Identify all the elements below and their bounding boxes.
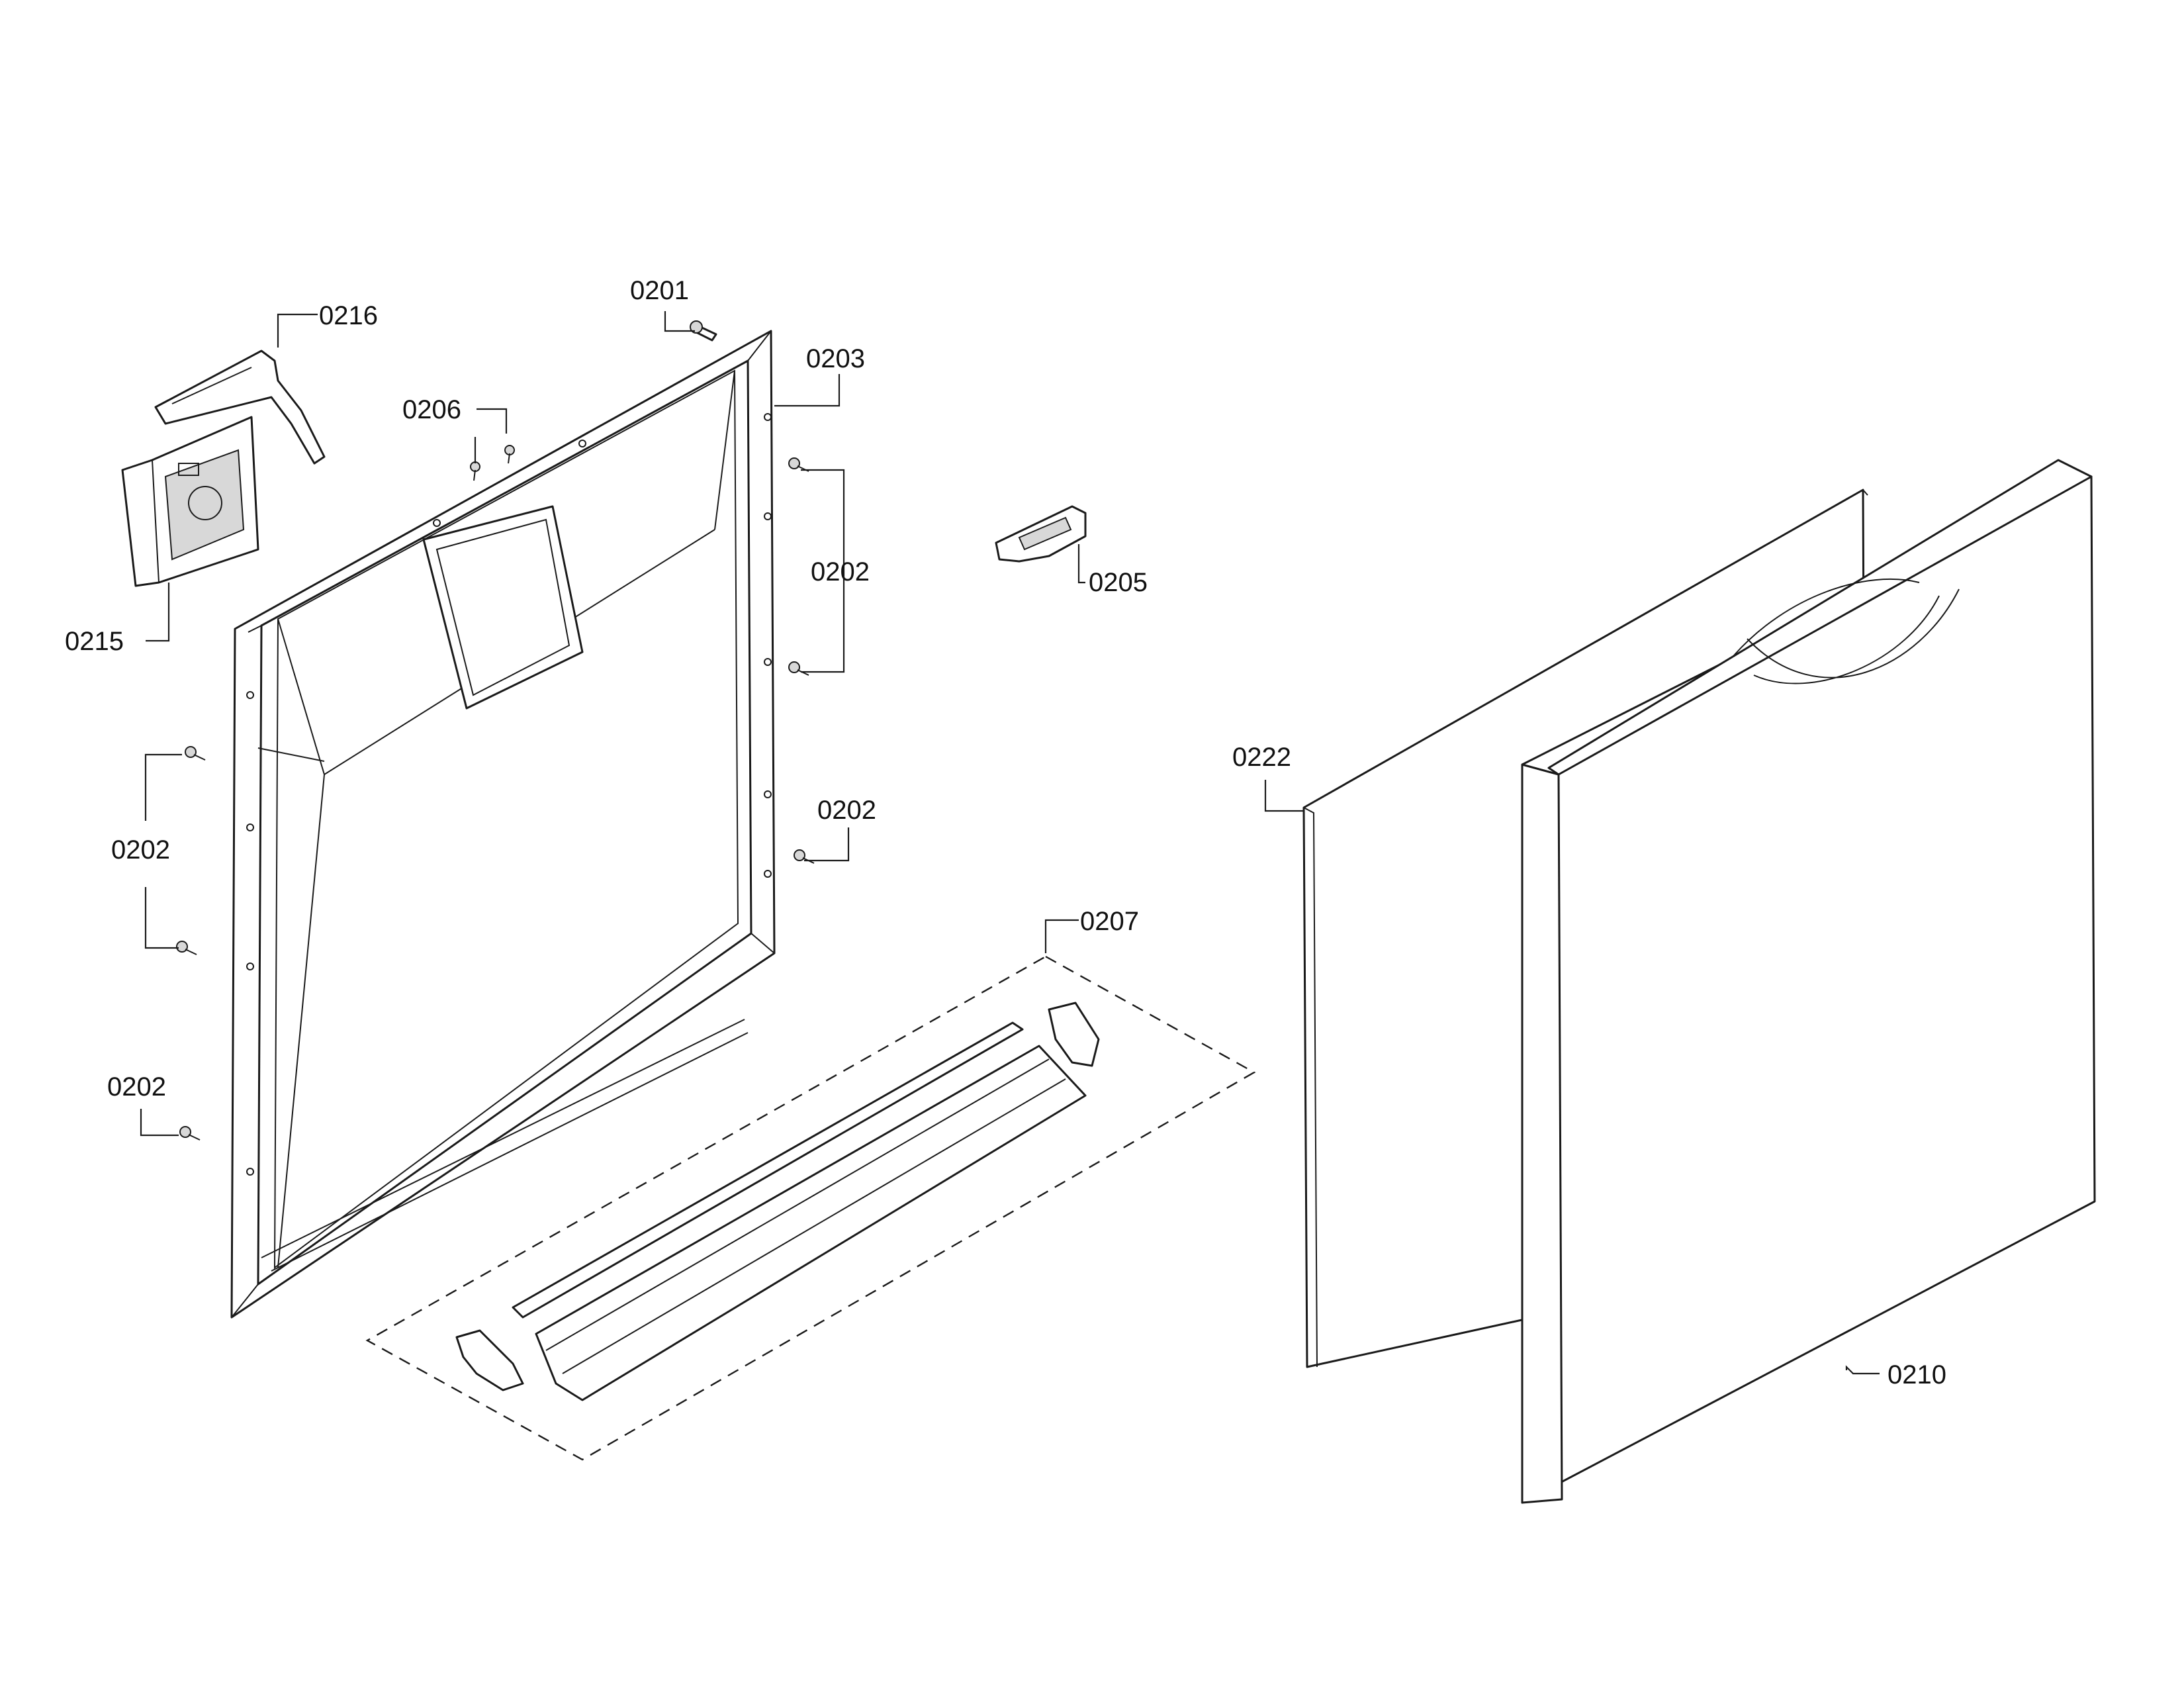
callout-0216: 0216: [319, 301, 378, 330]
callout-labels: 0201 0203 0206 0216 0215 0202 0202 0202 …: [65, 276, 1946, 1389]
screw-0202-r2: [788, 661, 809, 676]
callout-0205: 0205: [1089, 568, 1148, 597]
screw-0202-r3: [794, 849, 815, 864]
screw-0201: [690, 320, 717, 342]
callout-0201: 0201: [630, 276, 689, 305]
callout-0215: 0215: [65, 627, 124, 656]
callout-0207: 0207: [1080, 907, 1139, 936]
screw-0202-l1: [185, 746, 206, 761]
outer-door-part: [1521, 459, 2096, 1504]
callout-0203: 0203: [806, 344, 865, 373]
callout-0210: 0210: [1888, 1360, 1946, 1389]
inner-door-frame-part: [230, 330, 776, 1319]
frame-mounting-holes: [246, 413, 772, 1176]
screw-0206-b: [504, 445, 515, 464]
trim-kit-dashed-boundary: [365, 955, 1256, 1461]
screw-0202-l2: [176, 941, 197, 955]
callout-0202-left-lower: 0202: [107, 1072, 166, 1102]
dispenser-part: [121, 416, 259, 587]
latch-part: [995, 505, 1087, 563]
callout-0206: 0206: [402, 395, 461, 424]
leader-lines: [140, 311, 1880, 1375]
screw-0206-a: [470, 461, 480, 481]
callout-0202-right-lower: 0202: [817, 796, 876, 825]
trim-kit-group: [365, 955, 1256, 1461]
bracket-part: [154, 350, 326, 465]
callout-0202-left-upper: 0202: [111, 835, 170, 865]
screw-0202-l3: [179, 1126, 201, 1141]
callout-0202-right-upper: 0202: [811, 557, 870, 586]
callout-0222: 0222: [1232, 743, 1291, 772]
